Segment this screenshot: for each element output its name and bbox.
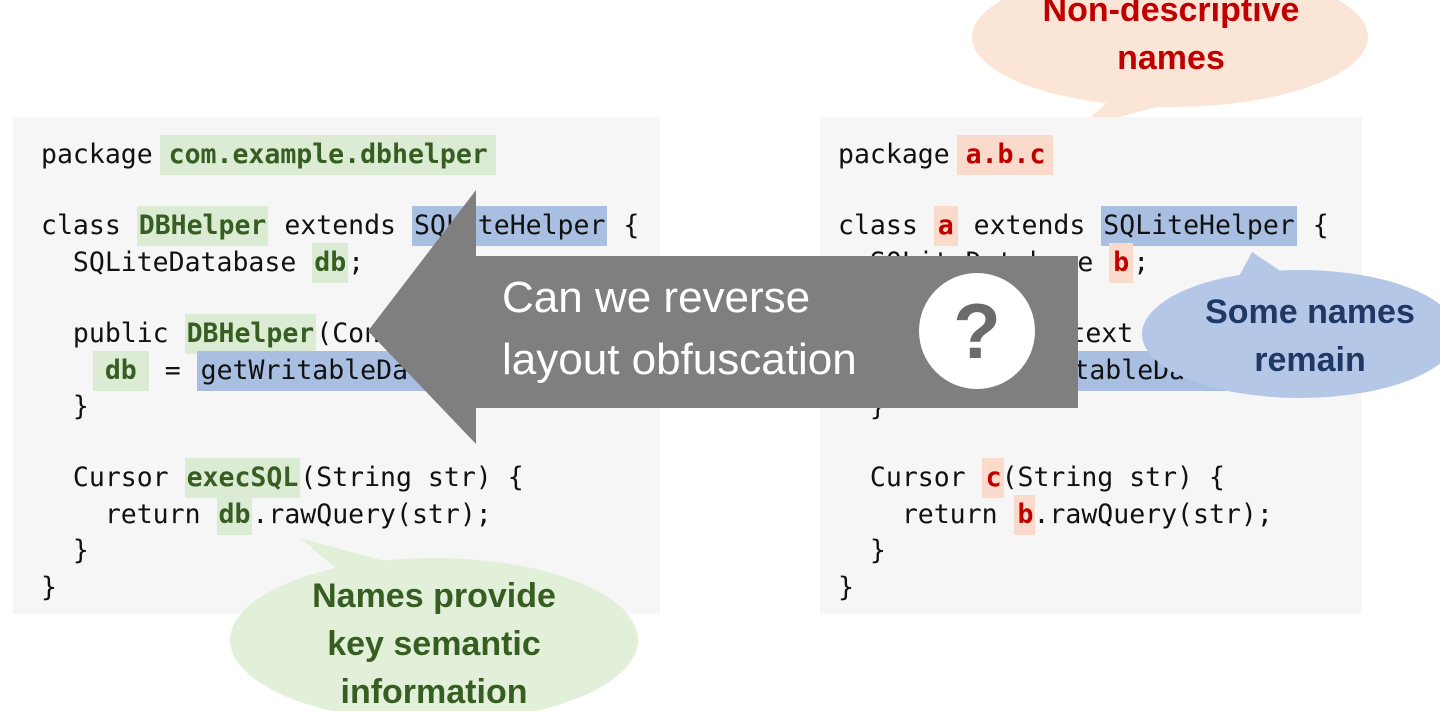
reverse-arrow-shape [368, 190, 1078, 444]
package-name-highlight: a.b.c [956, 135, 1054, 175]
code-token: extends [268, 210, 412, 241]
arrow-question-text: Can we reverse layout obfuscation [502, 267, 857, 391]
code-token: = [148, 355, 197, 386]
code-token: class [838, 210, 934, 241]
code-line-return: return b.rawQuery(str); [838, 495, 1273, 535]
callout-line: key semantic [327, 625, 541, 663]
field-name-highlight: db [216, 495, 253, 535]
code-token: package [41, 139, 169, 170]
package-name-highlight: com.example.dbhelper [159, 135, 496, 175]
code-line-close-brace: } [838, 572, 854, 603]
question-mark-icon: ? [953, 287, 1001, 375]
code-line-return: return db.rawQuery(str); [41, 495, 492, 535]
code-line-field: SQLiteDatabase db; [41, 243, 364, 283]
callout-line: Names provide [312, 577, 556, 615]
code-token: { [607, 210, 640, 241]
arrow-line: Can we reverse [502, 273, 811, 322]
callout-line: Non-descriptive [1042, 0, 1300, 29]
code-token: .rawQuery(str); [252, 499, 492, 530]
code-token: SQLiteDatabase [41, 247, 313, 278]
code-token: Cursor [41, 462, 185, 493]
code-token: (String str) { [300, 462, 524, 493]
code-line-class: class DBHelper extends SQLiteHelper { [41, 206, 639, 246]
code-token: .rawQuery(str); [1033, 499, 1273, 530]
field-name-highlight: db [92, 351, 149, 391]
method-name-highlight: c [981, 458, 1004, 498]
some-names-remain-callout: Some names remain [1180, 288, 1440, 384]
code-line-method: Cursor c(String str) { [838, 458, 1225, 498]
code-token: ; [348, 247, 365, 278]
superclass-highlight: SQLiteHelper [1101, 206, 1297, 246]
code-token: public [41, 318, 185, 349]
code-line-close-brace: } [838, 535, 886, 566]
arrow-line: layout obfuscation [502, 335, 857, 384]
callout-line: Some names [1205, 293, 1415, 331]
constructor-name-highlight: DBHelper [184, 314, 317, 354]
callout-line: names [1117, 39, 1225, 77]
code-token: (String str) { [1001, 462, 1225, 493]
field-name-highlight: db [312, 243, 349, 283]
code-line-close-brace: } [41, 535, 89, 566]
field-name-highlight: b [1013, 495, 1036, 535]
code-line-close-brace: } [41, 391, 89, 422]
method-name-highlight: execSQL [184, 458, 301, 498]
code-line-close-brace: } [41, 572, 57, 603]
non-descriptive-callout: Non-descriptive names [990, 0, 1352, 82]
code-token: return [838, 499, 1014, 530]
semantic-info-callout: Names provide key semantic information [270, 572, 598, 716]
class-name-highlight: a [933, 206, 958, 246]
callout-line: information [340, 673, 528, 711]
code-token: ; [1133, 247, 1150, 278]
callout-line: remain [1254, 341, 1366, 379]
code-line-class: class a extends SQLiteHelper { [838, 206, 1329, 246]
code-line-package: package a.b.c [838, 135, 1054, 175]
code-token: return [41, 499, 217, 530]
code-token: class [41, 210, 137, 241]
code-token: { [1296, 210, 1329, 241]
field-name-highlight: b [1109, 243, 1134, 283]
code-token: package [838, 139, 966, 170]
code-line-package: package com.example.dbhelper [41, 135, 496, 175]
code-line-method: Cursor execSQL(String str) { [41, 458, 524, 498]
code-token: Cursor [838, 462, 982, 493]
question-circle [919, 273, 1035, 389]
code-token: extends [957, 210, 1102, 241]
class-name-highlight: DBHelper [136, 206, 269, 246]
